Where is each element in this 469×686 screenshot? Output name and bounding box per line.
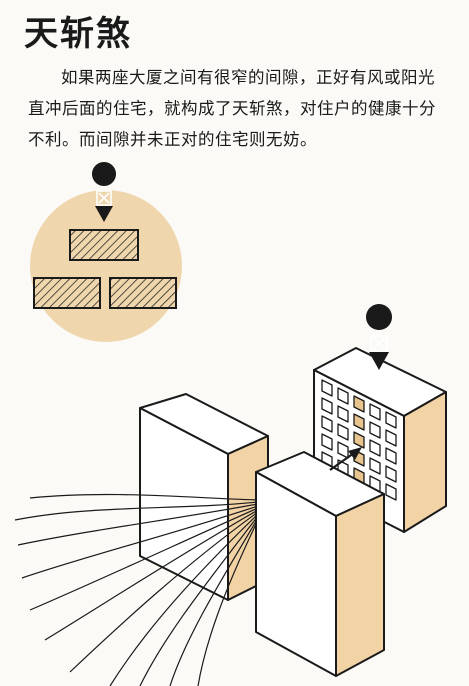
- window-grid: [321, 379, 397, 501]
- left-building-plan: [33, 277, 101, 309]
- wind-lines: [14, 493, 259, 686]
- ominous-marker-icon: [92, 162, 117, 222]
- ominous-marker-icon: [366, 304, 393, 370]
- front-tower: [255, 451, 385, 677]
- page-title: 天斩煞: [24, 14, 132, 54]
- wind-arrow: [329, 447, 362, 471]
- plan-diagram: [30, 162, 182, 342]
- scene-3d: [14, 304, 447, 686]
- right-building-plan: [109, 277, 177, 309]
- description-paragraph: 如果两座大厦之间有很窄的间隙，正好有风或阳光直冲后面的住宅，就构成了天斩煞，对住…: [28, 68, 436, 149]
- rear-building-plan: [69, 229, 139, 261]
